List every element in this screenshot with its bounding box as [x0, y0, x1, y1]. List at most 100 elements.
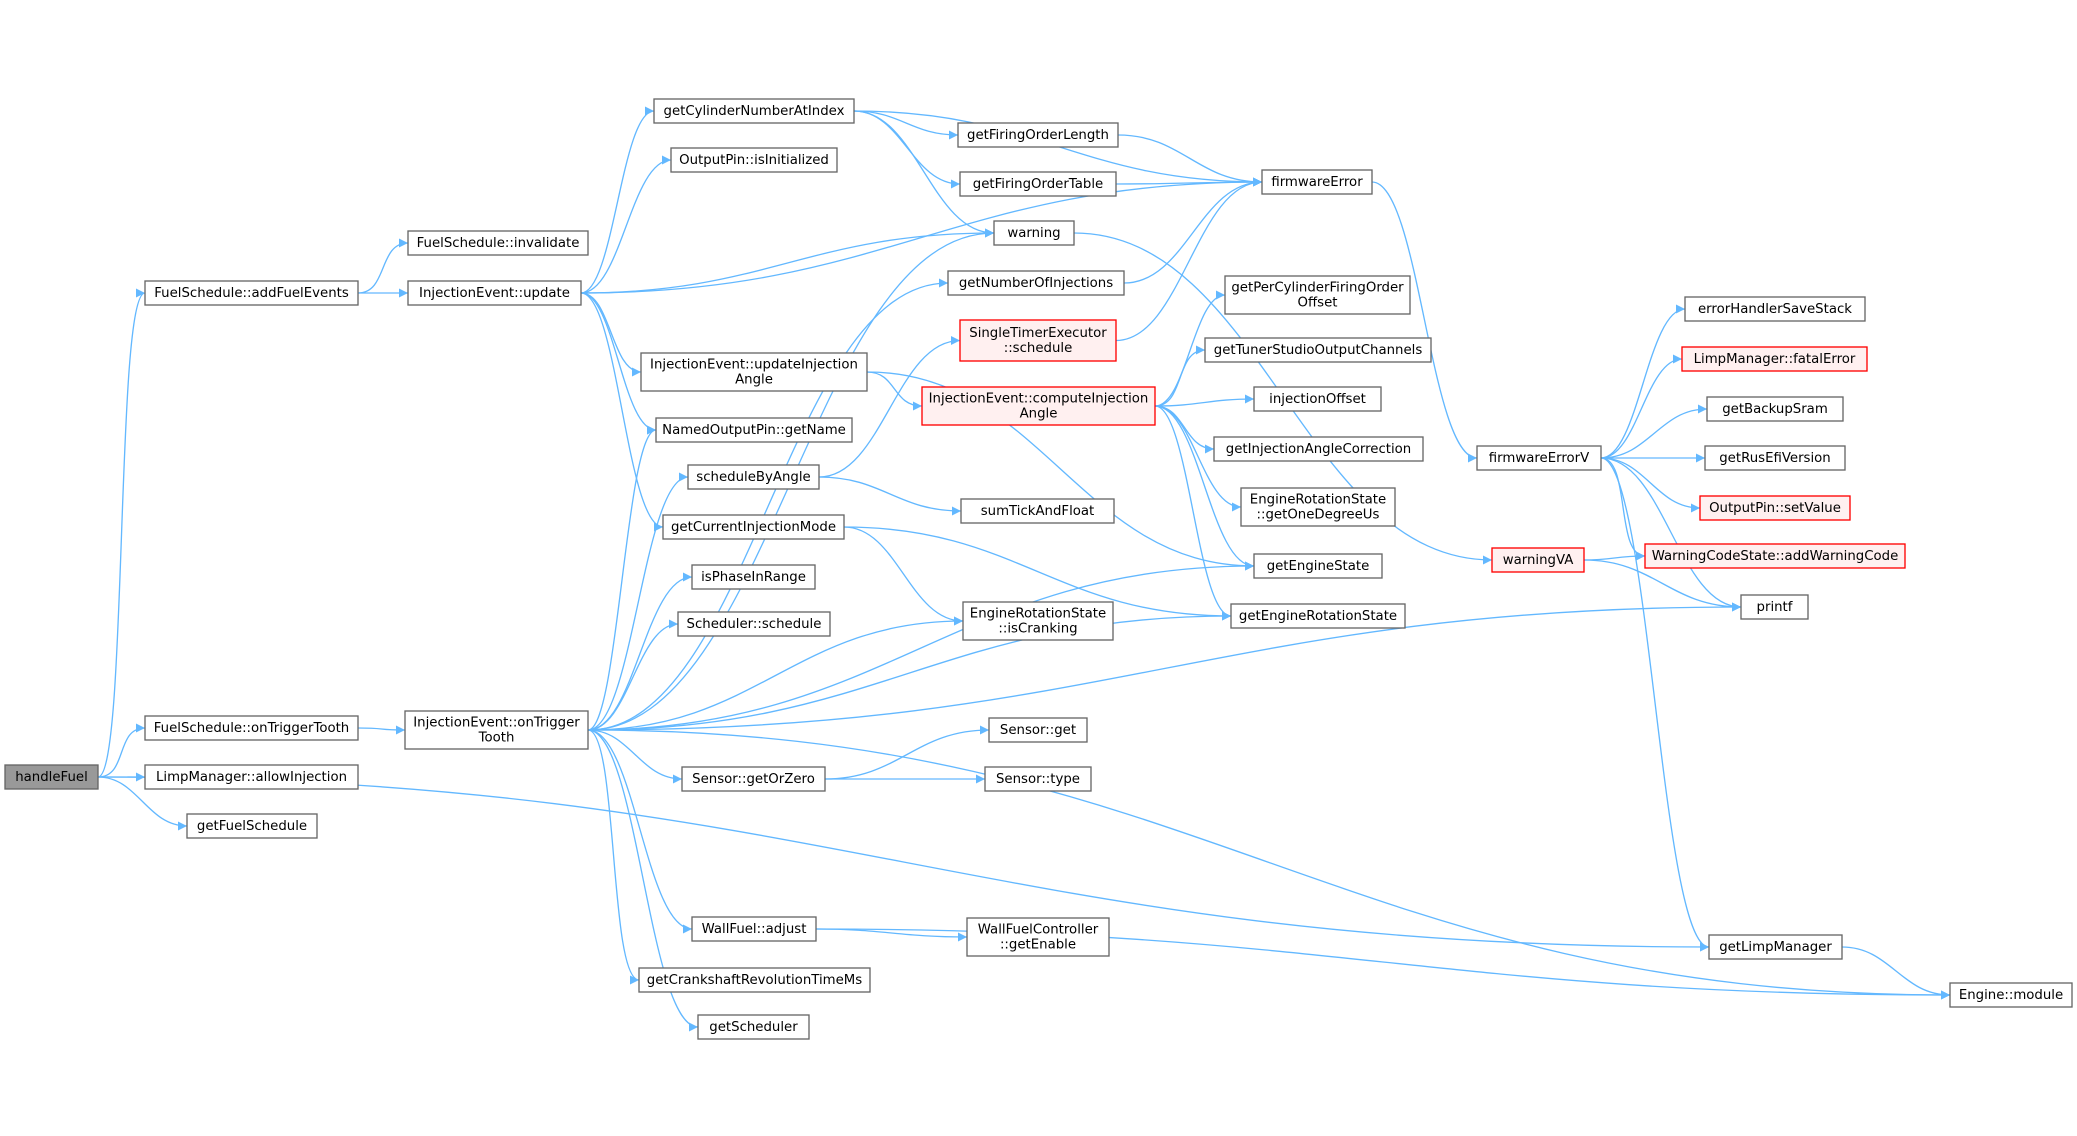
- node-box-getCrankshaftRevolutionTimeMs: [638, 967, 871, 993]
- edge-computeInjectionAngle-to-getPerCylinderFiringOrderOffset: [1154, 290, 1226, 407]
- node-isPhaseInRange[interactable]: isPhaseInRange: [691, 564, 816, 590]
- node-allowInjection[interactable]: LimpManager::allowInjection: [144, 764, 359, 790]
- node-getName[interactable]: NamedOutputPin::getName: [655, 417, 853, 443]
- node-label-getFiringOrderTable-0: getFiringOrderTable: [973, 177, 1103, 192]
- node-getRusEfiVersion[interactable]: getRusEfiVersion: [1704, 445, 1846, 471]
- node-box-updateInjectionAngle: [640, 352, 868, 392]
- node-box-onTriggerToothFS: [144, 715, 359, 741]
- node-label-addFuelEvents-0: FuelSchedule::addFuelEvents: [154, 286, 349, 301]
- node-getOneDegreeUs[interactable]: EngineRotationState::getOneDegreeUs: [1240, 487, 1396, 527]
- node-getFiringOrderLength[interactable]: getFiringOrderLength: [957, 122, 1119, 148]
- node-sensorType[interactable]: Sensor::type: [984, 766, 1092, 792]
- node-setValue[interactable]: OutputPin::setValue: [1699, 495, 1851, 521]
- node-getNumberOfInjections[interactable]: getNumberOfInjections: [947, 270, 1125, 296]
- node-sumTickAndFloat[interactable]: sumTickAndFloat: [960, 498, 1115, 524]
- node-firmwareError[interactable]: firmwareError: [1261, 169, 1373, 195]
- edge-handleFuel-to-onTriggerToothFS: [97, 723, 146, 778]
- node-box-handleFuel: [4, 764, 99, 790]
- edge-handleFuel-to-getLimpManager: [97, 776, 1710, 952]
- node-isCranking[interactable]: EngineRotationState::isCranking: [962, 601, 1114, 641]
- node-scheduleByAngle[interactable]: scheduleByAngle: [687, 464, 820, 490]
- node-addWarningCode[interactable]: WarningCodeState::addWarningCode: [1644, 543, 1906, 569]
- call-nodes: handleFuelFuelSchedule::addFuelEventsFue…: [4, 98, 2073, 1040]
- node-box-scheduleByAngle: [687, 464, 820, 490]
- node-box-getFiringOrderTable: [959, 171, 1117, 197]
- node-label-stSchedule-0: SingleTimerExecutor: [969, 326, 1107, 341]
- node-box-wallGetEnable: [966, 917, 1110, 957]
- node-fatalError[interactable]: LimpManager::fatalError: [1681, 346, 1868, 372]
- node-label-fatalError-0: LimpManager::fatalError: [1694, 352, 1856, 367]
- node-label-getEngineState-0: getEngineState: [1267, 559, 1370, 574]
- edge-handleFuel-to-addFuelEvents: [97, 288, 146, 778]
- node-ieUpdate[interactable]: InjectionEvent::update: [407, 280, 582, 306]
- node-getCylinderNumberAtIndex[interactable]: getCylinderNumberAtIndex: [653, 98, 855, 124]
- node-errorHandlerSaveStack[interactable]: errorHandlerSaveStack: [1684, 296, 1866, 322]
- node-label-getTunerStudioOutputChannels-0: getTunerStudioOutputChannels: [1214, 343, 1423, 358]
- node-ieOnTriggerTooth[interactable]: InjectionEvent::onTriggerTooth: [404, 710, 589, 750]
- node-label-getPerCylinderFiringOrderOffset-0: getPerCylinderFiringOrder: [1231, 281, 1404, 296]
- edge-ieOnTriggerTooth-to-getScheduler: [587, 729, 699, 1032]
- node-label-firmwareError-0: firmwareError: [1271, 175, 1363, 190]
- node-invalidate[interactable]: FuelSchedule::invalidate: [407, 230, 589, 256]
- node-label-errorHandlerSaveStack-0: errorHandlerSaveStack: [1698, 302, 1852, 317]
- node-box-warningVA: [1491, 547, 1585, 573]
- node-label-getCylinderNumberAtIndex-0: getCylinderNumberAtIndex: [664, 104, 845, 119]
- node-label-getNumberOfInjections-0: getNumberOfInjections: [959, 276, 1113, 291]
- edge-onTriggerToothFS-to-ieOnTriggerTooth: [357, 725, 406, 735]
- node-getOrZero[interactable]: Sensor::getOrZero: [681, 766, 826, 792]
- node-box-firmwareError: [1261, 169, 1373, 195]
- node-getTunerStudioOutputChannels[interactable]: getTunerStudioOutputChannels: [1204, 337, 1432, 363]
- node-label-wallGetEnable-0: WallFuelController: [978, 923, 1099, 938]
- node-box-computeInjectionAngle: [921, 386, 1156, 426]
- edge-firmwareError-to-firmwareErrorV: [1371, 181, 1478, 463]
- node-box-schedulerSchedule: [677, 611, 831, 637]
- node-wallGetEnable[interactable]: WallFuelController::getEnable: [966, 917, 1110, 957]
- node-label-onTriggerToothFS-0: FuelSchedule::onTriggerTooth: [154, 721, 349, 736]
- node-onTriggerToothFS[interactable]: FuelSchedule::onTriggerTooth: [144, 715, 359, 741]
- node-engineModule[interactable]: Engine::module: [1949, 982, 2073, 1008]
- node-getCrankshaftRevolutionTimeMs[interactable]: getCrankshaftRevolutionTimeMs: [638, 967, 871, 993]
- node-warning[interactable]: warning: [993, 220, 1075, 246]
- node-getBackupSram[interactable]: getBackupSram: [1706, 396, 1844, 422]
- node-label-isInitialized-0: OutputPin::isInitialized: [679, 153, 829, 168]
- edge-ieOnTriggerTooth-to-getName: [587, 425, 657, 731]
- node-label-getOrZero-0: Sensor::getOrZero: [692, 772, 815, 787]
- edge-getLimpManager-to-engineModule: [1841, 946, 1951, 1000]
- edge-ieOnTriggerTooth-to-getOrZero: [587, 729, 683, 784]
- node-box-getRusEfiVersion: [1704, 445, 1846, 471]
- node-getFuelSchedule[interactable]: getFuelSchedule: [186, 813, 318, 839]
- edge-scheduleByAngle-to-stSchedule: [818, 336, 961, 478]
- node-getCurrentInjectionMode[interactable]: getCurrentInjectionMode: [662, 514, 845, 540]
- node-isInitialized[interactable]: OutputPin::isInitialized: [670, 147, 838, 173]
- edge-getCurrentInjectionMode-to-getEngineRotationState: [843, 526, 1232, 621]
- node-box-sensorType: [984, 766, 1092, 792]
- node-printf[interactable]: printf: [1740, 594, 1809, 620]
- edge-ieUpdate-to-getCylinderNumberAtIndex: [580, 106, 655, 294]
- node-label-wallAdjust-0: WallFuel::adjust: [702, 922, 807, 937]
- node-label-warning-0: warning: [1007, 226, 1060, 241]
- node-schedulerSchedule[interactable]: Scheduler::schedule: [677, 611, 831, 637]
- node-warningVA[interactable]: warningVA: [1491, 547, 1585, 573]
- node-getScheduler[interactable]: getScheduler: [697, 1014, 810, 1040]
- node-sensorGet[interactable]: Sensor::get: [988, 717, 1088, 743]
- edge-firmwareErrorV-to-getBackupSram: [1600, 404, 1708, 459]
- node-firmwareErrorV[interactable]: firmwareErrorV: [1476, 445, 1602, 471]
- node-wallAdjust[interactable]: WallFuel::adjust: [691, 916, 817, 942]
- node-addFuelEvents[interactable]: FuelSchedule::addFuelEvents: [144, 280, 359, 306]
- node-getLimpManager[interactable]: getLimpManager: [1708, 934, 1843, 960]
- node-getFiringOrderTable[interactable]: getFiringOrderTable: [959, 171, 1117, 197]
- node-stSchedule[interactable]: SingleTimerExecutor::schedule: [959, 319, 1117, 362]
- node-handleFuel[interactable]: handleFuel: [4, 764, 99, 790]
- edge-getOrZero-to-sensorGet: [824, 725, 990, 780]
- node-injectionOffset[interactable]: injectionOffset: [1253, 386, 1382, 412]
- node-getEngineState[interactable]: getEngineState: [1253, 553, 1383, 579]
- node-label-printf-0: printf: [1757, 600, 1793, 615]
- edge-firmwareErrorV-to-getLimpManager: [1600, 457, 1710, 952]
- node-getEngineRotationState[interactable]: getEngineRotationState: [1230, 603, 1406, 629]
- node-getInjectionAngleCorrection[interactable]: getInjectionAngleCorrection: [1213, 436, 1424, 462]
- node-label-getBackupSram-0: getBackupSram: [1722, 402, 1828, 417]
- edge-ieOnTriggerTooth-to-engineModule: [587, 729, 1951, 1000]
